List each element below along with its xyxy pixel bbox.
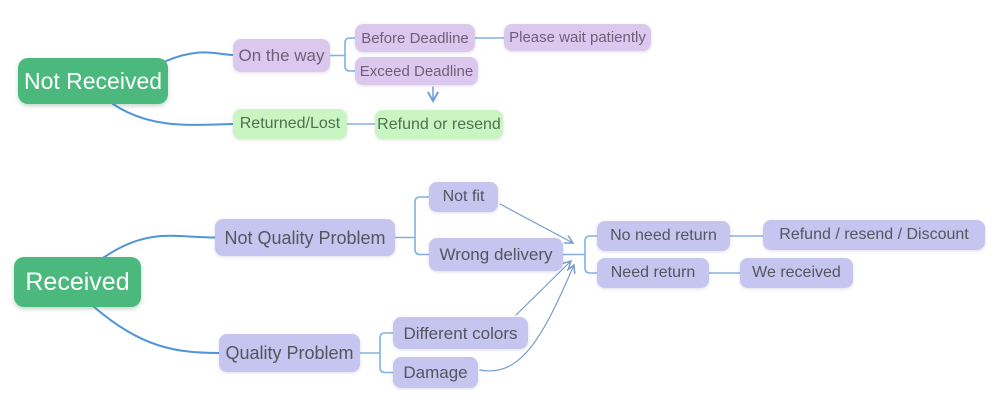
node-returned-lost: Returned/Lost xyxy=(233,109,347,139)
node-we-received: We received xyxy=(740,258,853,288)
node-exceed-deadline: Exceed Deadline xyxy=(355,57,478,85)
edge-not-received-returned-lost xyxy=(112,103,234,126)
bracket-quality-problem xyxy=(359,332,394,374)
node-before-deadline: Before Deadline xyxy=(355,24,475,52)
node-received: Received xyxy=(14,257,141,307)
node-quality-problem: Quality Problem xyxy=(219,334,360,372)
bracket-not-quality-problem xyxy=(394,196,430,256)
node-please-wait-patiently: Please wait patiently xyxy=(504,24,651,51)
bracket-return-options xyxy=(584,235,598,274)
node-need-return: Need return xyxy=(597,258,709,288)
node-no-need-return: No need return xyxy=(597,221,730,251)
node-refund-or-resend: Refund or resend xyxy=(375,110,503,139)
node-not-quality-problem: Not Quality Problem xyxy=(215,219,395,256)
edge-not-received-on-the-way xyxy=(165,51,234,62)
node-wrong-delivery: Wrong delivery xyxy=(429,238,563,271)
node-on-the-way: On the way xyxy=(233,39,330,72)
edge-received-not-quality-problem xyxy=(102,234,216,259)
node-different-colors: Different colors xyxy=(393,317,528,349)
edge-damage-converge-arrow xyxy=(479,263,576,372)
edge-not-fit-converge-arrow xyxy=(499,203,575,244)
bracket-on-the-way xyxy=(329,37,356,72)
node-not-received: Not Received xyxy=(18,58,168,104)
node-damage: Damage xyxy=(393,357,478,388)
node-not-fit: Not fit xyxy=(429,182,498,212)
edge-different-colors-converge-arrow xyxy=(515,259,573,316)
edge-received-quality-problem xyxy=(92,305,220,354)
node-refund-resend-discount: Refund / resend / Discount xyxy=(763,220,985,250)
